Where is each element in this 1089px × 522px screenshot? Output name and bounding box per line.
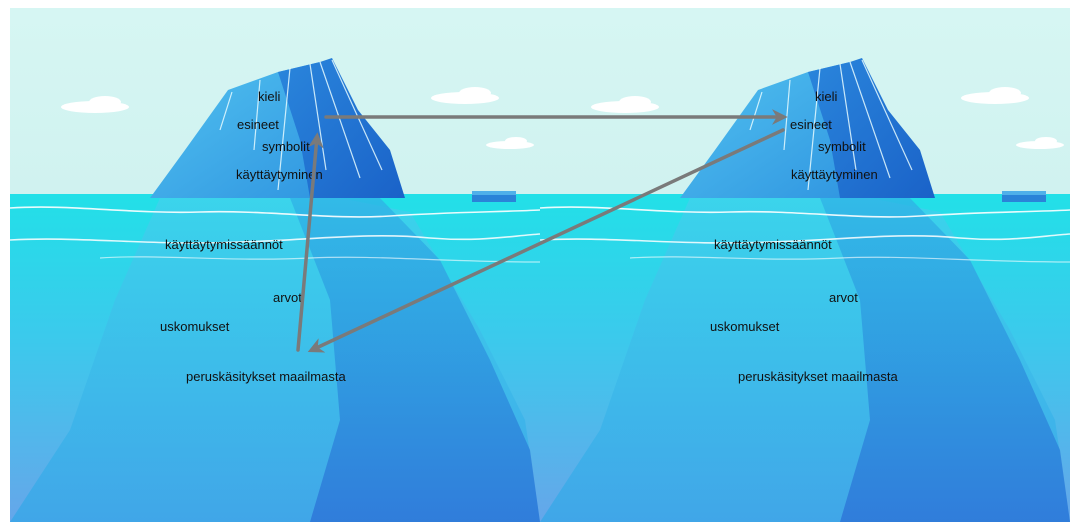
iceberg-panel-left xyxy=(9,7,541,522)
label-peruskasitykset: peruskäsitykset maailmasta xyxy=(738,369,898,384)
arrow-right-top-to-left-bottom xyxy=(307,128,785,353)
label-esineet: esineet xyxy=(237,117,279,132)
arrow-left-bottom-to-left-top xyxy=(296,132,324,352)
label-arvot: arvot xyxy=(829,290,858,305)
label-kieli: kieli xyxy=(815,89,838,104)
label-peruskasitykset: peruskäsitykset maailmasta xyxy=(186,369,346,384)
labels-right: kieli esineet symbolit käyttäytyminen kä… xyxy=(710,89,898,384)
label-kayttaytyminen: käyttäytyminen xyxy=(236,167,323,182)
label-kayttaytymissaannot: käyttäytymissäännöt xyxy=(714,237,832,252)
label-kayttaytyminen: käyttäytyminen xyxy=(791,167,878,182)
label-kieli: kieli xyxy=(258,89,281,104)
label-kayttaytymissaannot: käyttäytymissäännöt xyxy=(165,237,283,252)
label-esineet: esineet xyxy=(790,117,832,132)
label-arvot: arvot xyxy=(273,290,302,305)
label-symbolit: symbolit xyxy=(262,139,310,154)
label-symbolit: symbolit xyxy=(818,139,866,154)
arrows xyxy=(296,109,788,353)
label-uskomukset: uskomukset xyxy=(160,319,230,334)
labels-left: kieli esineet symbolit käyttäytyminen kä… xyxy=(160,89,346,384)
label-uskomukset: uskomukset xyxy=(710,319,780,334)
iceberg-panel-right xyxy=(539,7,1071,522)
